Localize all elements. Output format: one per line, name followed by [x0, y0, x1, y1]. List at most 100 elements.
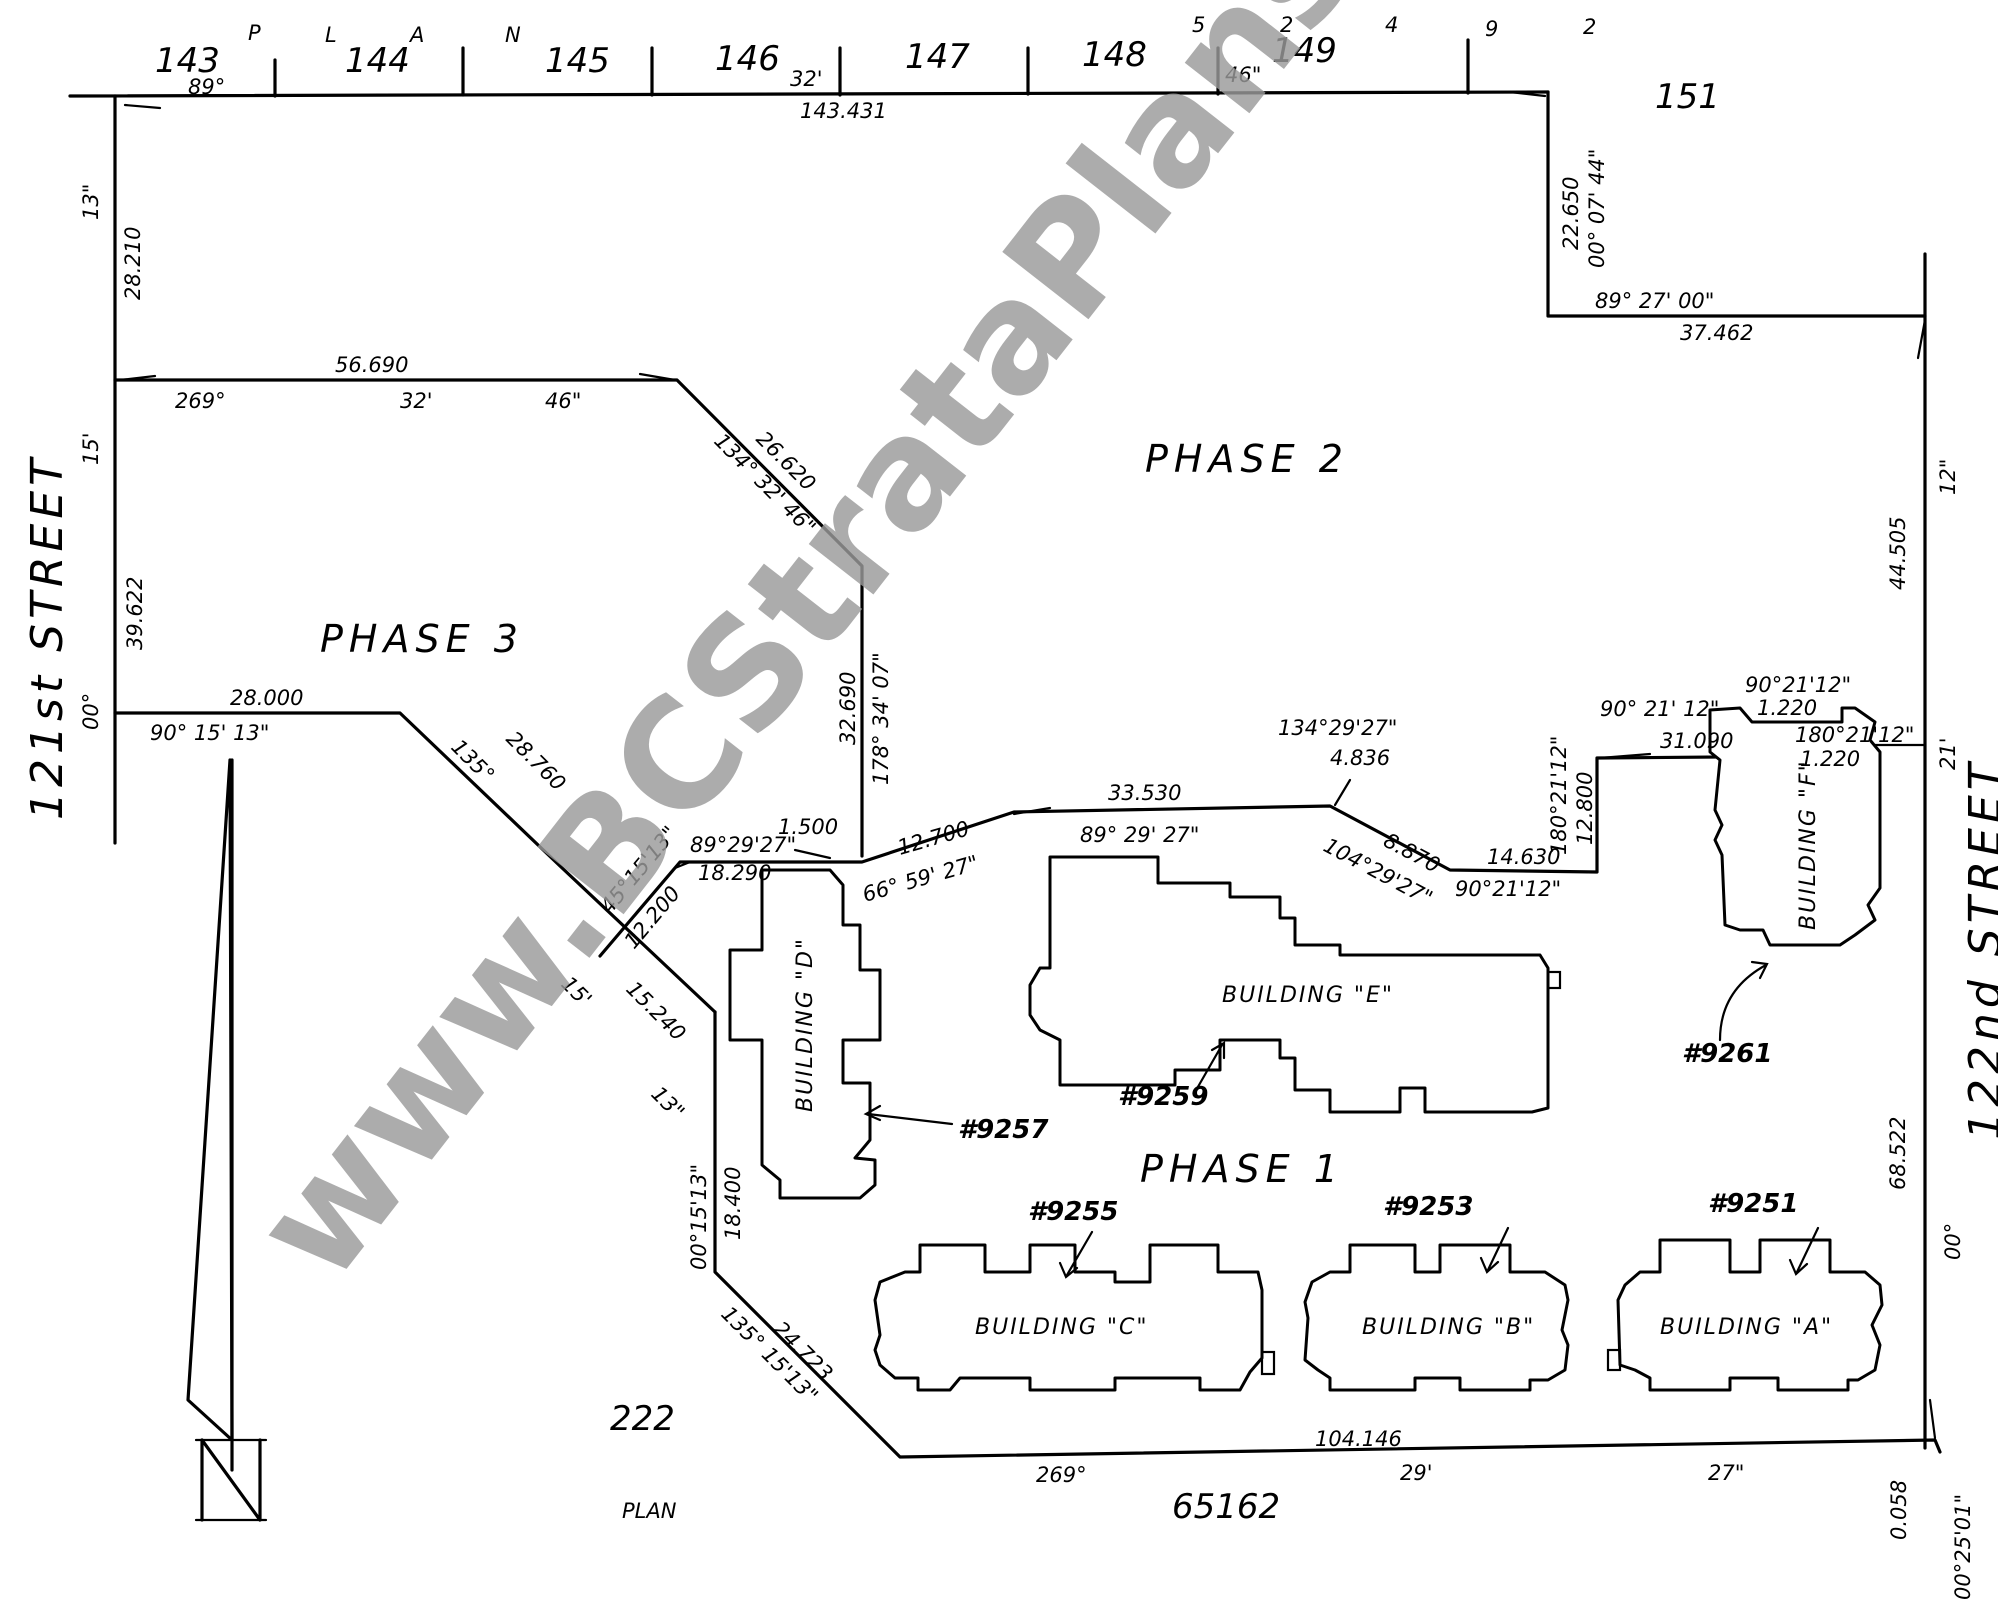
- dim-east-upper-len: 44.505: [1886, 517, 1910, 590]
- building-a-label: BUILDING "A": [1660, 1315, 1833, 1340]
- dim-ne-len: 22.650: [1559, 177, 1583, 250]
- arrow-9257-head: [863, 1104, 882, 1122]
- dim-south-ang: 29': [1400, 1461, 1433, 1485]
- dim-diag-15240: 15.240: [621, 977, 690, 1046]
- dim-90c: 90°21'12": [1745, 673, 1851, 697]
- lot-149: 149: [1272, 31, 1337, 71]
- dim-31090: 31.090: [1660, 729, 1733, 753]
- building-e-outline: [1028, 855, 1550, 1114]
- phase-line: [598, 754, 1847, 958]
- lot-151: 151: [1655, 77, 1720, 117]
- dim-p3-top-ang: 46": [545, 389, 581, 413]
- dim-north-ang: 89°: [188, 75, 225, 99]
- plan-word: PLAN: [622, 1499, 677, 1523]
- building-d-label: BUILDING "D": [793, 937, 818, 1112]
- top-lots: 143 144 145 146 147 148 149 151 P L A N …: [155, 13, 1720, 117]
- arrow-ne-corner: [1508, 90, 1547, 98]
- phase-2-label: PHASE 2: [1145, 437, 1349, 481]
- north-arrow-shape: [186, 758, 234, 1442]
- phase-3-label: PHASE 3: [320, 617, 524, 661]
- lot-146: 146: [715, 39, 780, 79]
- phase3-boundary: [113, 378, 864, 858]
- building-c-outline: [873, 1243, 1264, 1392]
- plan-letter: 4: [1385, 13, 1398, 37]
- dim-east-12: 12": [1936, 459, 1960, 495]
- dim-p3-east-brg: 178° 34' 07": [869, 652, 893, 785]
- plan-number: 65162: [1172, 1487, 1280, 1527]
- civic-9261: #9261: [1682, 1039, 1772, 1069]
- arrow-9261: [1718, 963, 1768, 1042]
- dim-66: 66° 59' 27": [860, 851, 981, 907]
- phase-1-label: PHASE 1: [1140, 1147, 1344, 1191]
- arrow-9257: [866, 1112, 954, 1126]
- arrow-1500: [793, 848, 832, 860]
- lot-144: 144: [345, 41, 410, 81]
- building-d-outline: [728, 868, 882, 1200]
- dim-4836: 4.836: [1330, 746, 1390, 770]
- dim-p3-bot-len: 28.000: [230, 686, 303, 710]
- dim-east-00: 00°: [1941, 1223, 1965, 1260]
- arrow-p3-top-left: [118, 374, 157, 382]
- dim-p3-top-ang: 269°: [175, 389, 226, 413]
- lot-145: 145: [545, 41, 610, 81]
- lot-147: 147: [905, 37, 970, 77]
- building-c-label: BUILDING "C": [975, 1315, 1148, 1340]
- dim-west-seg-len: 18.400: [721, 1167, 745, 1240]
- plan-letter: N: [505, 23, 521, 47]
- dim-diag-135: 135°: [446, 735, 499, 788]
- civic-9255: #9255: [1028, 1197, 1118, 1227]
- street-121st-label: 121st STREET: [22, 454, 73, 820]
- dim-12700: 12.700: [895, 816, 972, 859]
- dim-west-00: 00°: [79, 693, 103, 730]
- dim-1220b: 1.220: [1800, 747, 1860, 771]
- dim-east-21: 21': [1936, 738, 1960, 771]
- leader-arrows: [118, 90, 1937, 1440]
- plan-letter: 2: [1583, 15, 1596, 39]
- building-c-annex: [1260, 1350, 1276, 1376]
- arrow-p3-top-right: [638, 372, 677, 382]
- arrow-9255-head: [1058, 1261, 1079, 1279]
- building-f-outline: [1708, 706, 1882, 947]
- dim-89: 89° 29' 27": [1080, 823, 1199, 847]
- dim-step-len: 37.462: [1680, 321, 1753, 345]
- dim-north-len: 143.431: [800, 99, 887, 123]
- arrow-9251-head: [1788, 1258, 1809, 1276]
- civic-9257: #9257: [958, 1115, 1049, 1145]
- lot-143: 143: [155, 41, 220, 81]
- arrow-9253: [1486, 1226, 1510, 1272]
- dim-south-ang: 27": [1708, 1461, 1744, 1485]
- dim-180b: 180°21'12": [1795, 723, 1914, 747]
- dim-p3-top-len: 56.690: [335, 353, 408, 377]
- dim-se-brg: 00°25'01": [1951, 1494, 1975, 1600]
- dim-south-ang: 269°: [1036, 1463, 1087, 1487]
- building-e-label: BUILDING "E": [1222, 983, 1394, 1008]
- plan-letter: 9: [1485, 17, 1498, 41]
- ne-step-boundary: [1546, 90, 1927, 318]
- arrow-bend: [673, 860, 692, 870]
- civic-9259: #9259: [1118, 1082, 1208, 1112]
- plan-letter: A: [408, 23, 424, 47]
- dim-se-len: 0.058: [1887, 1480, 1911, 1540]
- north-n-letter: [200, 1438, 262, 1522]
- dim-1500: 1.500: [778, 815, 838, 839]
- arrow-134: [1333, 778, 1352, 807]
- dim-west-15: 15': [79, 433, 103, 466]
- street-122nd-label: 122nd STREET: [1960, 758, 1998, 1140]
- dim-step-brg: 89° 27' 00": [1595, 289, 1714, 313]
- north-arrow: [186, 758, 268, 1522]
- buildings: [728, 706, 1884, 1392]
- dim-p3-east-len: 32.690: [836, 672, 860, 745]
- arrow-se: [1928, 1398, 1937, 1440]
- building-b-outline: [1303, 1243, 1570, 1392]
- building-a-annex: [1606, 1348, 1622, 1372]
- dim-33530: 33.530: [1108, 781, 1181, 805]
- dim-180a: 180°21'12": [1547, 736, 1571, 855]
- arrow-9251: [1795, 1226, 1820, 1274]
- lot-222: 222: [610, 1399, 675, 1439]
- arrow-33530: [1012, 806, 1052, 816]
- lot-148: 148: [1082, 35, 1147, 75]
- dim-east-lower-len: 68.522: [1886, 1117, 1910, 1190]
- dim-90a: 90°21'12": [1455, 877, 1561, 901]
- dim-p3-top-ang: 32': [400, 389, 433, 413]
